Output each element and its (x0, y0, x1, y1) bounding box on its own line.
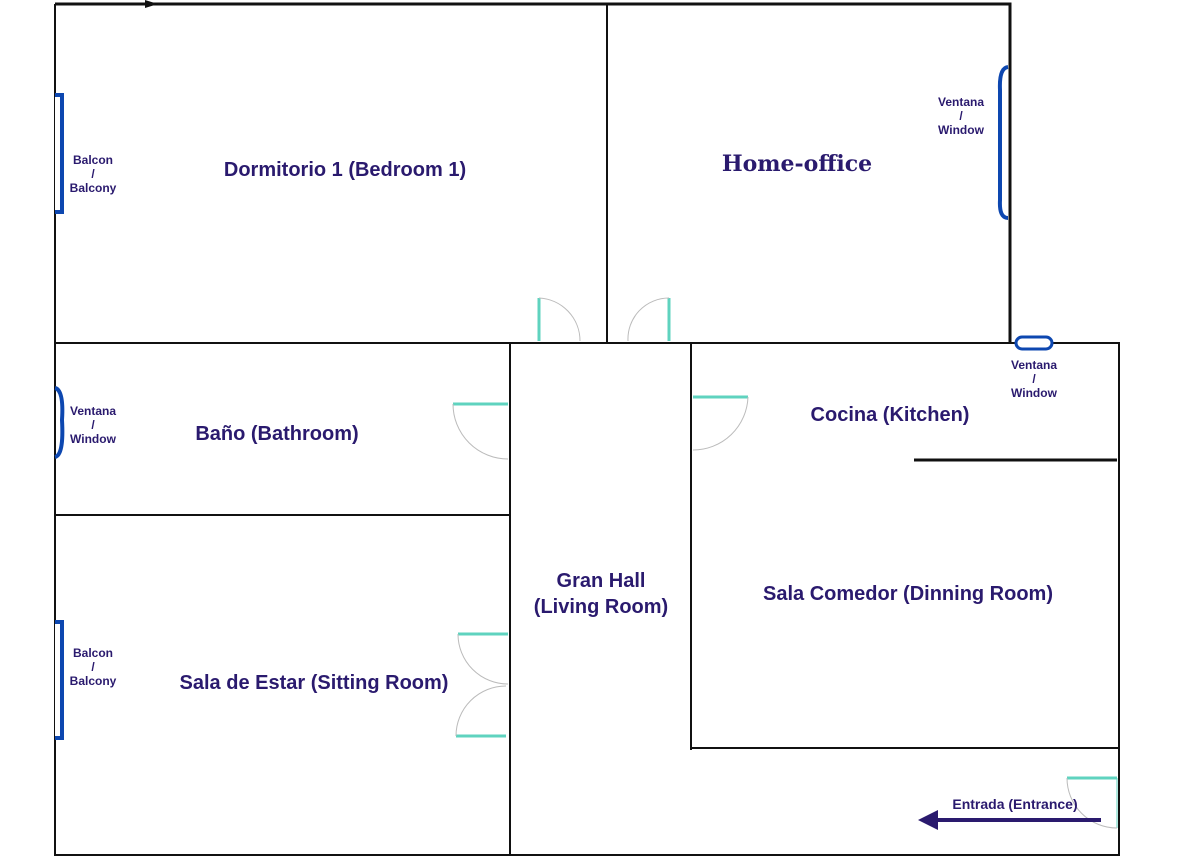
walls (54, 0, 1120, 856)
room-label-hall: Gran Hall (557, 570, 646, 592)
kitchen-window (1014, 335, 1054, 351)
svg-text:Balcon: Balcon (73, 153, 113, 167)
svg-text:/: / (91, 167, 95, 181)
svg-text:Ventana: Ventana (938, 95, 984, 109)
svg-text:Balcon: Balcon (73, 646, 113, 660)
balcony-window-1 (55, 93, 64, 214)
room-label-office: Home-office (722, 151, 872, 177)
svg-text:Window: Window (938, 123, 985, 137)
window-label-kitchen: Ventana / Window (1011, 358, 1058, 400)
balcony-window-2 (55, 620, 64, 740)
window-label-bathroom: Ventana / Window (70, 404, 117, 446)
svg-text:/: / (91, 660, 95, 674)
room-label-bedroom: Dormitorio 1 (Bedroom 1) (224, 159, 466, 181)
svg-text:Balcony: Balcony (70, 181, 117, 195)
balcony-label-2: Balcon / Balcony (70, 646, 117, 688)
entrance-label: Entrada (Entrance) (952, 796, 1077, 812)
svg-text:Window: Window (1011, 386, 1058, 400)
windows (54, 65, 1054, 740)
room-label-dining: Sala Comedor (Dinning Room) (763, 583, 1053, 605)
svg-text:/: / (959, 109, 963, 123)
svg-text:/: / (91, 418, 95, 432)
balcony-label-1: Balcon / Balcony (70, 153, 117, 195)
window-label-office: Ventana / Window (938, 95, 985, 137)
entrance-arrow-icon (918, 810, 1101, 830)
svg-text:Ventana: Ventana (1011, 358, 1057, 372)
top-arrow-icon (145, 0, 158, 8)
doors (452, 297, 1118, 829)
bathroom-window (54, 386, 65, 459)
office-window (997, 65, 1009, 220)
room-label-sitting: Sala de Estar (Sitting Room) (180, 672, 449, 694)
svg-text:Window: Window (70, 432, 117, 446)
svg-text:/: / (1032, 372, 1036, 386)
room-label-bathroom: Baño (Bathroom) (195, 423, 358, 445)
svg-text:Balcony: Balcony (70, 674, 117, 688)
room-label-hall-sub: (Living Room) (534, 596, 668, 618)
room-label-kitchen: Cocina (Kitchen) (811, 404, 970, 426)
svg-text:Ventana: Ventana (70, 404, 116, 418)
